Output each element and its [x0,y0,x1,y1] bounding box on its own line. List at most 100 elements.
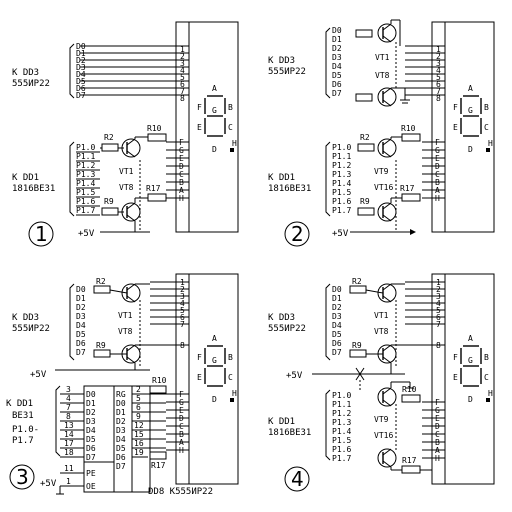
dd3-part: 555ИР22 [12,324,50,334]
vt1-label: VT1 [374,311,389,320]
pin-number: 2 [180,285,185,294]
seg-label: E [197,373,202,382]
dd1-label: K DD1 [6,399,33,409]
bus-brace [69,141,75,217]
transistor-vt16 [377,448,397,468]
bus-brace [325,389,331,461]
bus-brace [69,43,75,99]
seg-pin: D [435,422,440,431]
chip-outputs: D0 D1 D2 D3 D4 D5 D6 D7 2 5 6 9 12 15 16… [116,385,166,471]
r9-label: R9 [360,197,370,206]
panel-number: 4 [291,467,304,491]
seg-label: B [228,103,233,112]
seven-segment-display: A F B G E C D H [453,334,493,404]
vt1-label: VT1 [118,311,133,320]
chip-out-label: D6 [116,453,126,462]
pin-number: 4 [436,66,441,75]
chip-in-label: D2 [86,408,96,417]
pin-number: 6 [180,313,185,322]
r17-label: R17 [151,461,166,470]
vt1-label: VT1 [119,167,134,176]
p1-label: P1.6 [332,445,351,454]
pin-number: 3 [180,292,185,301]
chip-in-label: D5 [86,435,96,444]
r2-label: R2 [360,133,370,142]
seg-label: A [212,84,217,93]
seg-label: G [468,106,473,115]
p1-label: P1.2 [76,161,95,170]
chip-out-label: D4 [116,435,126,444]
dd3-outputs: D0 D1 D2 D3 D4 D5 D6 D7 [332,285,342,357]
resistor-r10 [401,394,421,403]
resistor-r10 [401,133,421,142]
port-label: D3 [332,312,342,321]
chip-out-label: D2 [116,417,126,426]
transistor-vt9 [377,138,397,158]
p1-label: P1.6 [76,197,95,206]
seg-label: D [212,395,217,404]
seg-pin: E [179,406,184,415]
port-label: D5 [76,77,86,86]
dd3-part: 555ИР22 [268,67,306,77]
transistor-vt1 [121,138,141,158]
seg-pin: A [179,186,184,195]
seg-pin: C [179,422,184,431]
r9-label: R9 [352,341,362,350]
seg-label: E [453,373,458,382]
r17-label: R17 [400,184,415,193]
port-label: D4 [332,321,342,330]
pin-number: 2 [180,52,185,61]
seg-label: A [468,84,473,93]
supply-label: +5V [332,229,349,239]
seg-label: C [484,373,489,382]
chip-in-label: D7 [86,453,96,462]
pin-number: 1 [436,278,441,287]
pin-number: 8 [436,94,441,103]
seg-label: G [212,356,217,365]
panel-number: 3 [16,465,29,489]
pin-num: 8 [66,412,71,421]
seg-pin: F [179,138,184,147]
port-label: D3 [76,63,86,72]
oe-label: OE [86,482,96,491]
dd1-port: P1.0- [12,425,39,435]
seven-segment-display: A F B G E C D H [197,84,237,154]
resistor-r10 [147,133,167,142]
pin-number: 7 [436,87,441,96]
transistor-vt1 [121,283,141,303]
chip-out-label: D0 [116,399,126,408]
chip-inputs: D0 D1 D2 D3 D4 D5 D6 D7 3 4 7 8 13 14 17… [60,385,96,462]
panel-number-circle [9,464,35,490]
seg-pin: H [435,454,440,463]
pin-num: 6 [136,403,141,412]
pin-num: 12 [134,421,144,430]
p1-label: P1.3 [332,170,351,179]
seg-pin: B [179,430,184,439]
p1-label: P1.3 [76,170,95,179]
panel-4: 1 2 3 4 5 6 7 8 D0 D1 D2 D3 D4 D5 D6 D7 … [268,273,495,492]
port-label: D2 [332,303,342,312]
port-label: D1 [332,294,342,303]
seg-pin: D [179,162,184,171]
chip-out-label: D7 [116,462,126,471]
display-pins-top: 1 2 3 4 5 6 7 8 [405,45,445,103]
port-label: D2 [76,56,86,65]
seven-segment-display: A F B G E C D H [453,84,493,154]
panel-2: 1 2 3 4 5 6 7 8 D0 D1 D2 D3 D4 D5 D6 D7 … [268,19,495,247]
dd1-part: 1816BE31 [268,184,311,194]
seg-label: C [228,373,233,382]
p1-label: P1.1 [332,400,351,409]
seg-pin: G [179,398,184,407]
segment-pins: F G E D C B A H [166,390,189,455]
r10-label: R10 [401,124,416,133]
vt8-label: VT8 [119,183,134,192]
seg-pin: E [179,154,184,163]
port-label: D7 [332,348,342,357]
panel-number: 2 [291,222,304,246]
resistor [355,93,373,102]
resistor-r17 [147,451,167,460]
transistor-vt1 [377,23,397,43]
seg-pin: B [435,178,440,187]
pin-number: 3 [436,292,441,301]
seg-label: A [468,334,473,343]
